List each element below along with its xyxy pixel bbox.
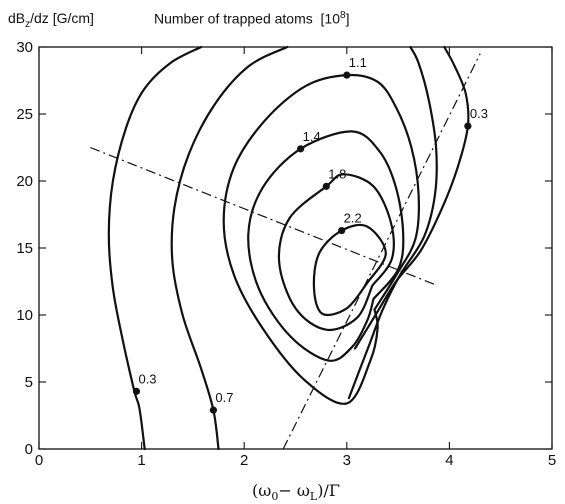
y-tick-label-6: 30 <box>16 39 33 56</box>
y-axis-label: dBz/dz [G/cm] <box>8 10 94 30</box>
y-tick-label-5: 25 <box>16 106 33 123</box>
y-tick-label-0: 0 <box>25 441 33 458</box>
contour-1_8-6 <box>277 173 395 332</box>
contour-2_2-7 <box>312 223 387 317</box>
x-tick-label-0: 0 <box>35 452 43 469</box>
contour-1_1-4 <box>222 73 421 405</box>
contour-0_7-3 <box>347 45 438 400</box>
axis-ticks: 0 1 2 3 4 5 0 5 10 15 20 25 30 <box>16 39 556 469</box>
contour-labels: 0.3 0.3 0.7 1.1 1.4 1.8 2.2 <box>132 55 488 414</box>
x-axis-label-open: (ω <box>252 481 271 500</box>
contour-0_7-2 <box>170 45 289 451</box>
contour-label-5: 1.4 <box>303 129 321 144</box>
x-axis-label-close: )/Γ <box>317 481 340 500</box>
chart-title-text: Number of trapped atoms <box>154 10 313 27</box>
contour-label-dot-6 <box>322 182 330 190</box>
contour-lines <box>107 45 470 451</box>
x-tick-label-4: 4 <box>445 452 453 469</box>
contour-label-4: 1.1 <box>349 55 367 70</box>
contour-label-dot-5 <box>297 145 305 153</box>
x-tick-label-5: 5 <box>548 452 556 469</box>
chart-title-unit: [10 <box>320 10 340 27</box>
chart-title: Number of trapped atoms [108] <box>154 10 349 27</box>
contour-label-dot-4 <box>343 71 351 79</box>
chart-title-unit-exp: 8 <box>340 10 346 21</box>
x-axis-label-subL: L <box>310 490 318 503</box>
contour-label-dot-2 <box>209 406 218 414</box>
y-tick-label-2: 10 <box>16 307 33 324</box>
x-tick-label-2: 2 <box>240 452 248 469</box>
contour-label-0: 0.3 <box>138 371 156 386</box>
y-tick-label-1: 5 <box>25 374 33 391</box>
x-tick-label-1: 1 <box>137 452 145 469</box>
contour-label-2: 0.7 <box>215 390 233 405</box>
contour-label-dot-7 <box>338 226 346 235</box>
y-axis-label-sub: z <box>25 18 31 30</box>
y-tick-label-3: 15 <box>16 240 33 257</box>
contour-0_3-0 <box>107 45 203 451</box>
contour-label-1: 0.3 <box>470 106 488 121</box>
y-axis-label-rest: /dz [G/cm] <box>30 10 94 26</box>
chart-title-unit-close: ] <box>345 10 350 27</box>
y-axis-label-main: dB <box>8 10 26 26</box>
x-tick-label-3: 3 <box>343 452 351 469</box>
contour-1_4-5 <box>247 130 405 362</box>
x-axis-label-mid: − ω <box>278 481 310 500</box>
contour-label-7: 2.2 <box>344 211 362 226</box>
contour-0_3-1 <box>353 45 470 350</box>
contour-label-dot-0 <box>132 387 141 395</box>
dashdot-lines <box>90 53 481 450</box>
contour-label-dot-1 <box>464 122 472 130</box>
dashdot-line-1 <box>282 53 481 450</box>
contour-label-6: 1.8 <box>328 166 346 181</box>
x-axis-label-sub0: 0 <box>271 490 278 503</box>
y-tick-label-4: 20 <box>16 173 33 190</box>
x-axis-label: (ω0− ωL)/Γ <box>252 481 340 503</box>
